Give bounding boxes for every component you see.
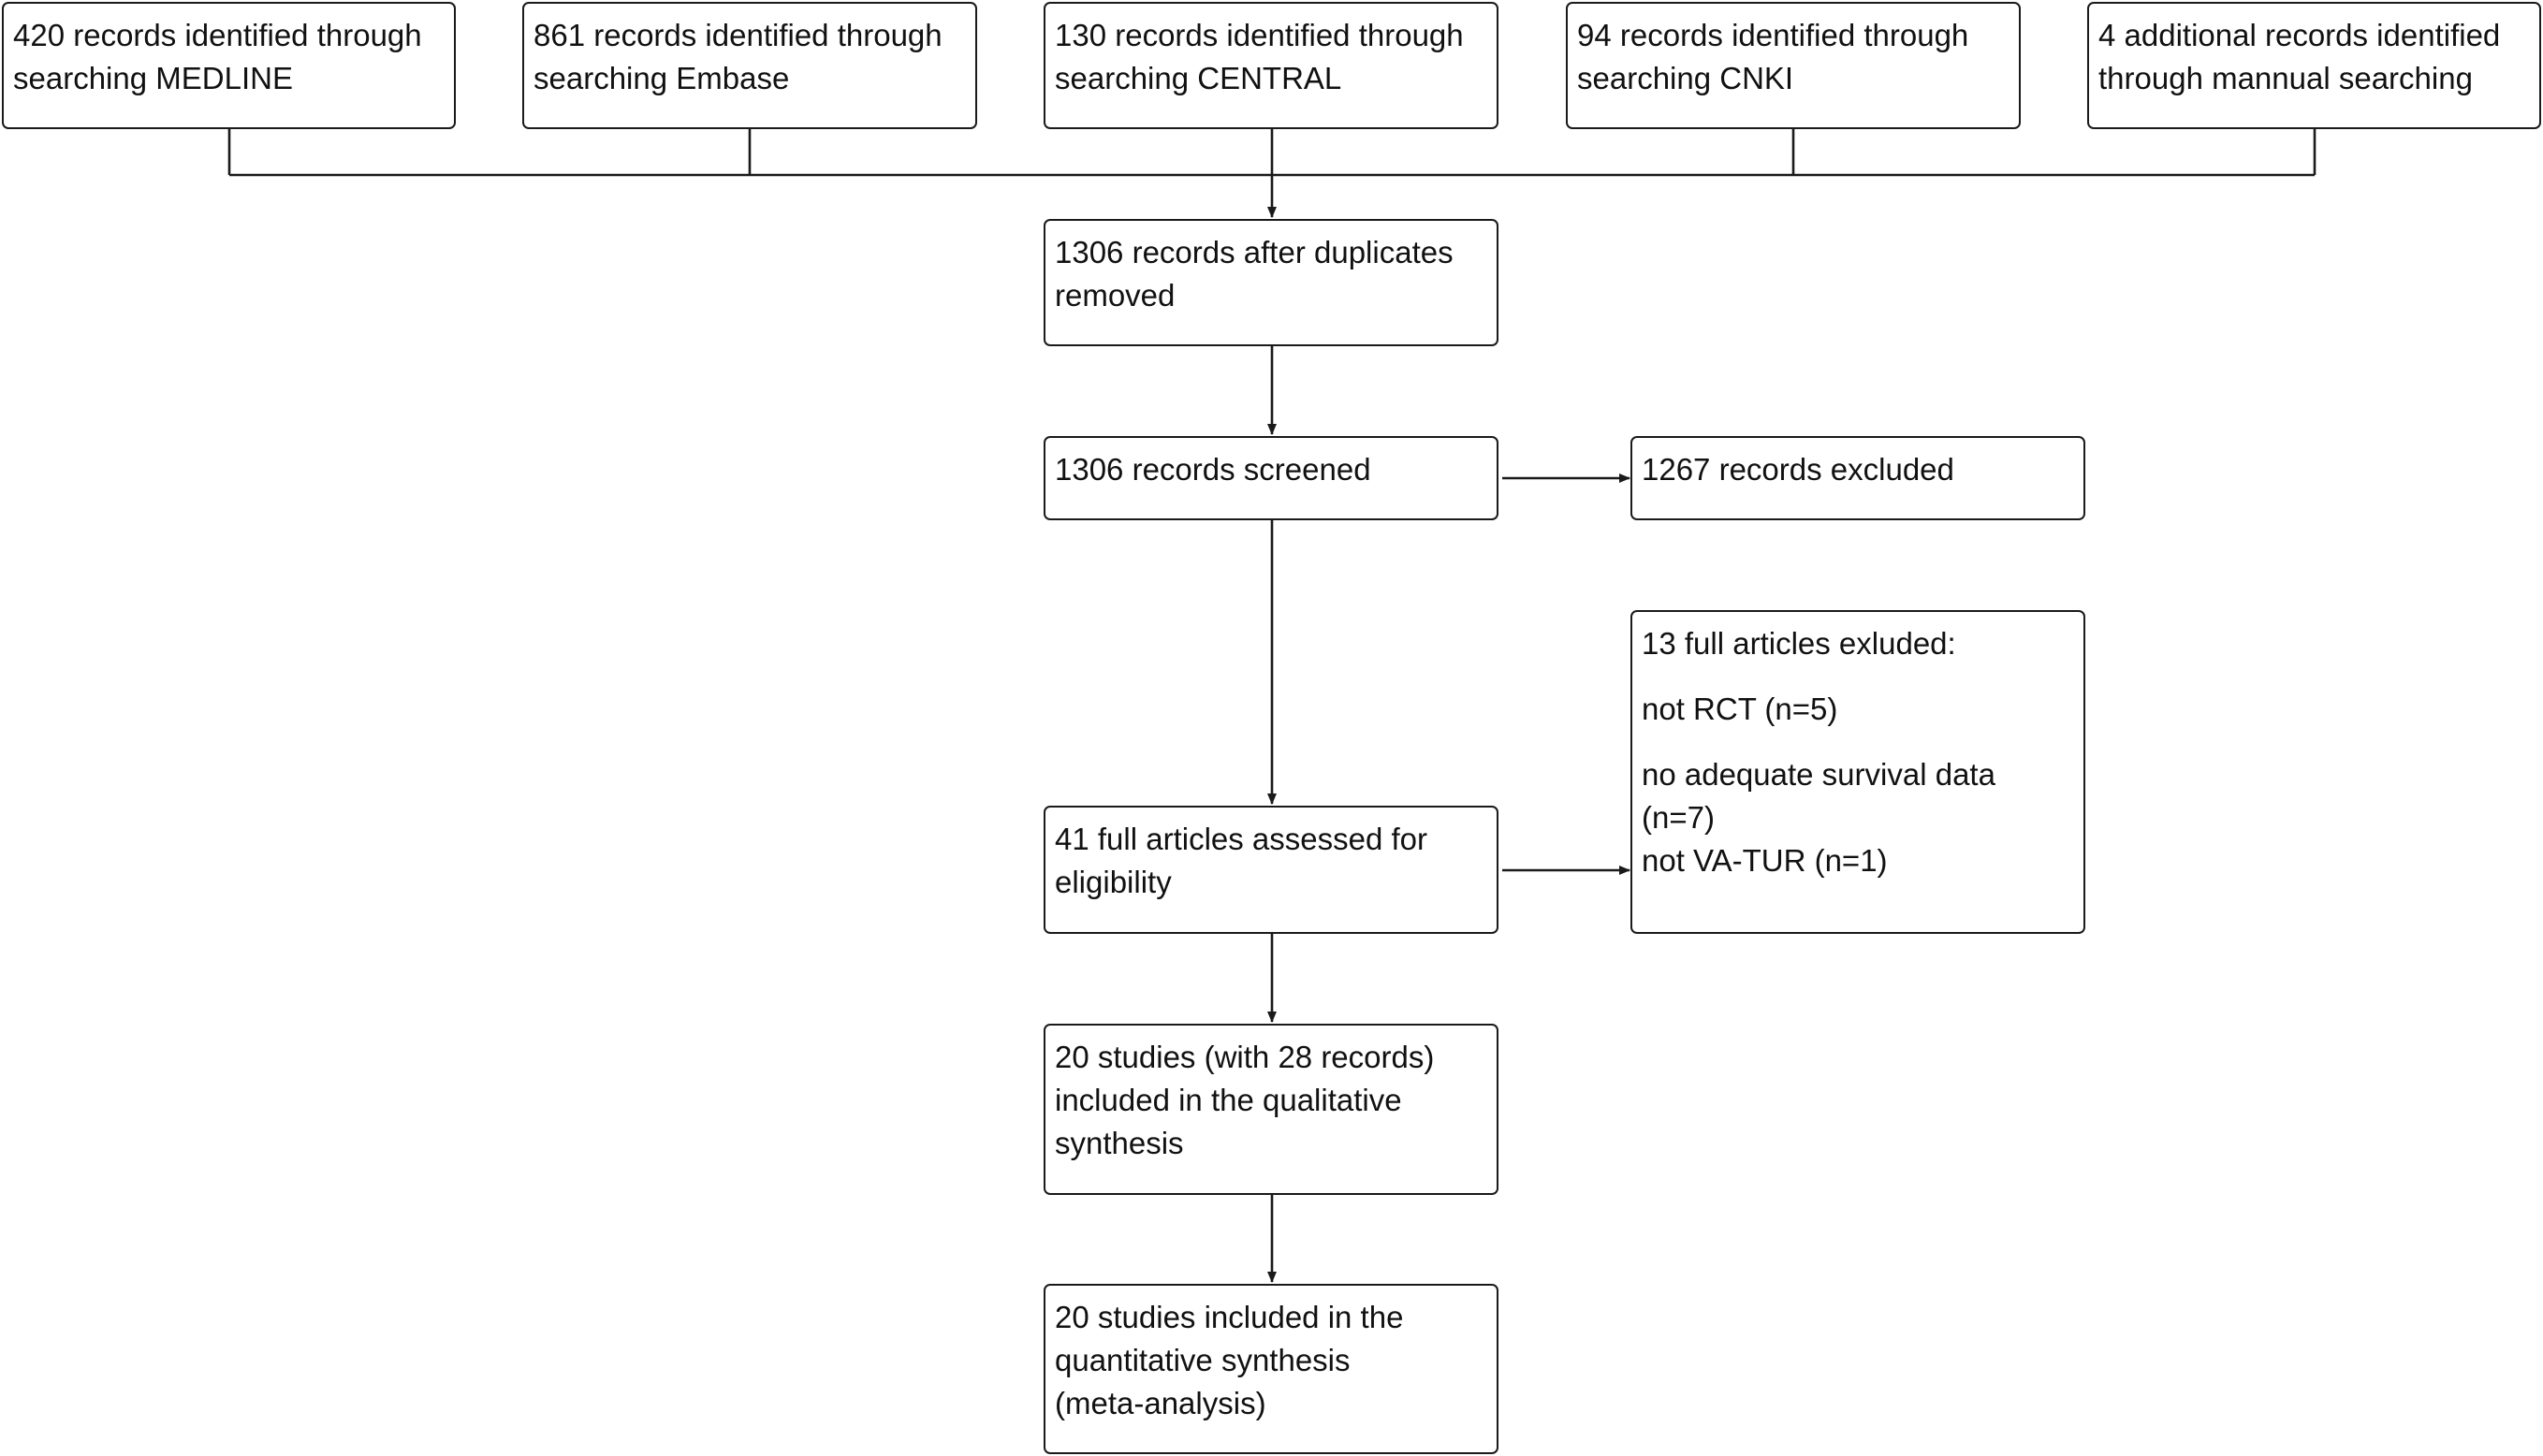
quantitative-line-2: quantitative synthesis bbox=[1055, 1343, 1351, 1377]
full-text-assessed-line-1: 41 full articles assessed for bbox=[1055, 822, 1428, 856]
qualitative-line-1: 20 studies (with 28 records) bbox=[1055, 1040, 1435, 1074]
screened-box: 1306 records screened bbox=[1044, 436, 1498, 520]
full-text-assessed-line-2: eligibility bbox=[1055, 865, 1172, 899]
qualitative-line-3: synthesis bbox=[1055, 1126, 1184, 1160]
after-duplicates-line-1: 1306 records after duplicates bbox=[1055, 235, 1454, 269]
source-box-central: 130 records identified through searching… bbox=[1044, 2, 1498, 129]
exclusion-reason-no-survival-data-line-2: (n=7) bbox=[1642, 800, 1715, 835]
quantitative-line-3: (meta-analysis) bbox=[1055, 1386, 1266, 1420]
full-text-excluded-box: 13 full articles exluded: not RCT (n=5) … bbox=[1630, 610, 2085, 934]
source-box-cnki: 94 records identified through searching … bbox=[1566, 2, 2021, 129]
quantitative-synthesis-box: 20 studies included in the quantitative … bbox=[1044, 1284, 1498, 1454]
source-cnki-line-1: 94 records identified through bbox=[1577, 18, 1969, 52]
qualitative-line-2: included in the qualitative bbox=[1055, 1083, 1402, 1117]
full-text-assessed-box: 41 full articles assessed for eligibilit… bbox=[1044, 806, 1498, 934]
exclusion-reason-no-survival-data-line-1: no adequate survival data bbox=[1642, 757, 1995, 792]
source-manual-line-1: 4 additional records identified bbox=[2098, 18, 2501, 52]
source-manual-line-2: through mannual searching bbox=[2098, 61, 2473, 95]
excluded-screening-box: 1267 records excluded bbox=[1630, 436, 2085, 520]
exclusion-reason-not-va-tur: not VA-TUR (n=1) bbox=[1642, 843, 1888, 878]
excluded-screening-line-1: 1267 records excluded bbox=[1642, 452, 1954, 487]
source-central-line-2: searching CENTRAL bbox=[1055, 61, 1342, 95]
source-box-manual: 4 additional records identified through … bbox=[2087, 2, 2541, 129]
exclusion-reason-not-rct: not RCT (n=5) bbox=[1642, 692, 1838, 726]
source-box-embase: 861 records identified through searching… bbox=[522, 2, 977, 129]
source-box-medline: 420 records identified through searching… bbox=[2, 2, 456, 129]
source-central-line-1: 130 records identified through bbox=[1055, 18, 1464, 52]
source-medline-line-2: searching MEDLINE bbox=[13, 61, 293, 95]
qualitative-synthesis-box: 20 studies (with 28 records) included in… bbox=[1044, 1024, 1498, 1195]
after-duplicates-line-2: removed bbox=[1055, 278, 1176, 313]
source-medline-line-1: 420 records identified through bbox=[13, 18, 422, 52]
source-embase-line-1: 861 records identified through bbox=[533, 18, 943, 52]
source-cnki-line-2: searching CNKI bbox=[1577, 61, 1794, 95]
quantitative-line-1: 20 studies included in the bbox=[1055, 1300, 1404, 1334]
after-duplicates-box: 1306 records after duplicates removed bbox=[1044, 219, 1498, 346]
source-embase-line-2: searching Embase bbox=[533, 61, 790, 95]
full-text-excluded-heading: 13 full articles exluded: bbox=[1642, 626, 1956, 661]
screened-line-1: 1306 records screened bbox=[1055, 452, 1371, 487]
